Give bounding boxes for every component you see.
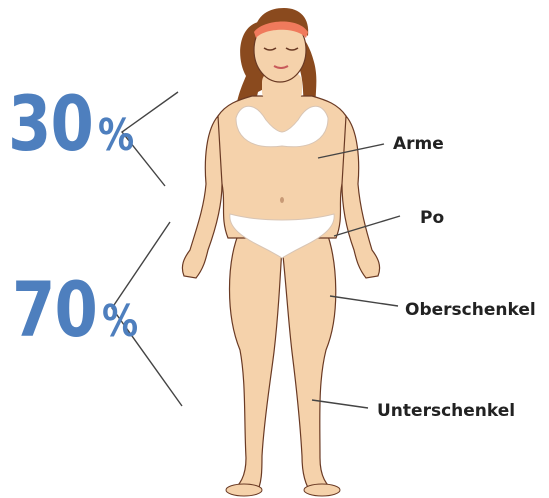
lower-percentage-number: 70 [12, 265, 97, 354]
left-foot [226, 484, 262, 496]
left-leg [230, 230, 283, 494]
navel [280, 197, 284, 203]
oberschenkel-pointer-line [330, 296, 398, 306]
upper-percentage-number: 30 [8, 79, 93, 168]
label-oberschenkel: Oberschenkel [405, 300, 536, 320]
upper-percentage: 30 % [8, 86, 93, 162]
left-arm [182, 116, 222, 278]
right-leg [282, 230, 336, 494]
right-foot [304, 484, 340, 496]
lower-percentage-symbol: % [102, 300, 137, 344]
label-unterschenkel: Unterschenkel [377, 401, 515, 421]
lower-percentage: 70 % [12, 272, 97, 348]
right-arm [342, 116, 380, 278]
label-po: Po [420, 208, 444, 228]
upper-percentage-symbol: % [98, 114, 133, 158]
label-arme: Arme [393, 134, 444, 154]
